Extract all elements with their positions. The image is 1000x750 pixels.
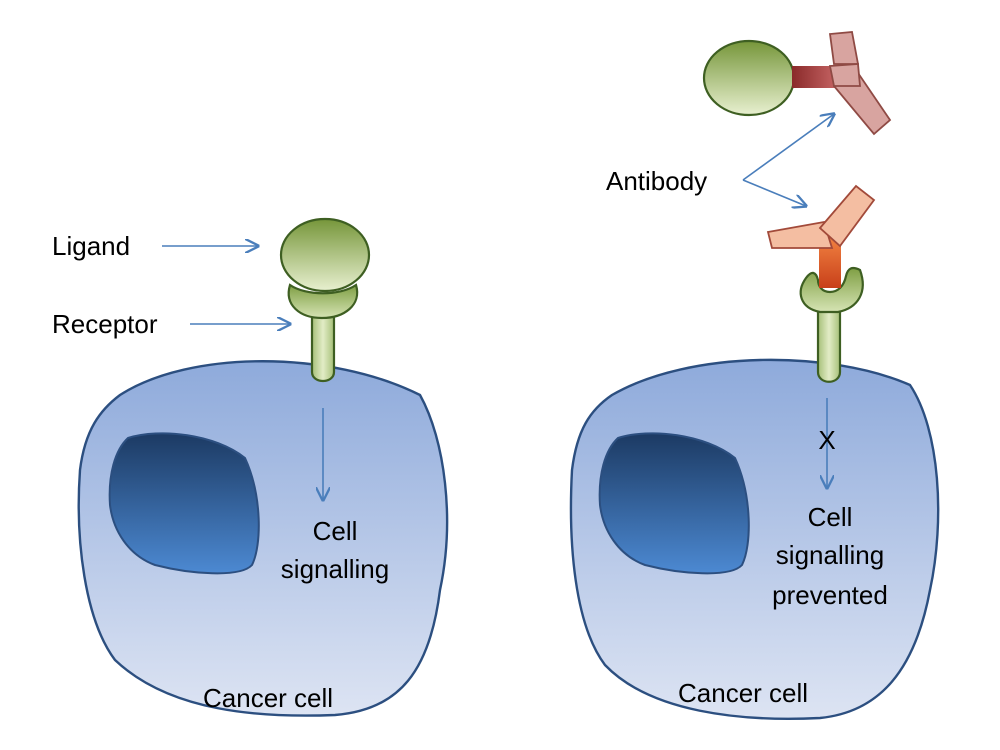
antibody-label: Antibody [606,166,707,196]
blocked-mark: X [818,425,835,455]
antibody-free [828,31,892,136]
ligand-left [279,217,371,293]
antibody-arrow-up [742,114,834,181]
nucleus-right [598,432,750,575]
ligand-label: Ligand [52,231,130,261]
receptor-stem-left [310,298,336,383]
receptor-label: Receptor [52,309,158,339]
nucleus-left [108,432,260,575]
cell-signalling-label-2: signalling [281,554,389,584]
right-panel: Antibody X Cell signalling prevented Can… [569,31,940,720]
ligand-free [702,39,796,117]
left-panel: Ligand Receptor Cell signalling Cancer c… [52,217,449,717]
antibody-hinge-bound [819,238,841,288]
receptor-cup-left [287,283,359,320]
cancer-cell-label-left: Cancer cell [203,683,333,713]
receptor-cup-right [799,266,864,314]
antibody-hinge-free [792,66,838,88]
prevented-label-2: signalling [776,540,884,570]
receptor-stem-right [816,298,842,383]
antibody-bound [766,184,876,249]
cell-signalling-label-1: Cell [313,516,358,546]
prevented-label-1: Cell [808,502,853,532]
cancer-cell-label-right: Cancer cell [678,678,808,708]
prevented-label-3: prevented [772,580,888,610]
antibody-arrow-down [742,179,806,206]
